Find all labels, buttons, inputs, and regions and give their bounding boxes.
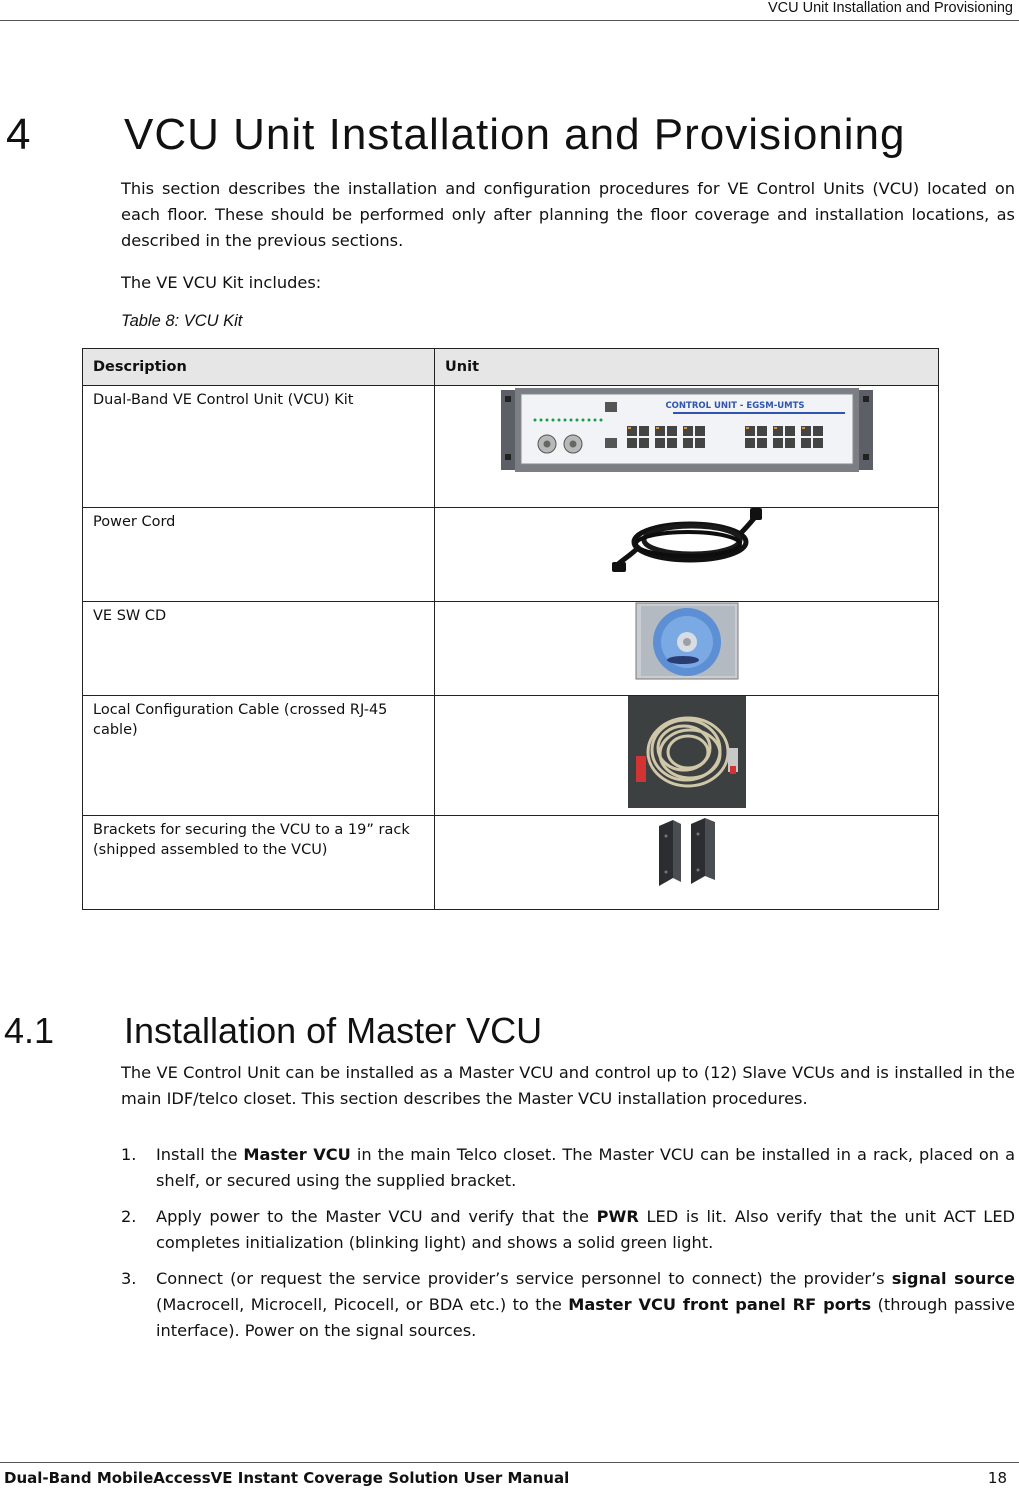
table-row: Brackets for securing the VCU to a 19” r… bbox=[82, 815, 939, 910]
rack-brackets-image bbox=[658, 818, 715, 886]
row-description: Dual-Band VE Control Unit (VCU) Kit bbox=[82, 385, 435, 508]
table-row: Dual-Band VE Control Unit (VCU) Kit CONT… bbox=[82, 385, 939, 508]
step-text: (through passive interface). Power on th… bbox=[156, 1295, 1015, 1340]
page-number: 18 bbox=[987, 1469, 1007, 1487]
row-image-cell: CONTROL UNIT - EGSM-UMTS bbox=[434, 385, 939, 508]
step-emphasis: Master VCU front panel RF ports bbox=[568, 1295, 872, 1314]
header-unit: Unit bbox=[434, 348, 939, 386]
row-description: VE SW CD bbox=[82, 601, 435, 696]
row-description: Brackets for securing the VCU to a 19” r… bbox=[82, 815, 435, 910]
header-description: Description bbox=[82, 348, 435, 386]
step-text: in the main Telco closet. The Master VCU… bbox=[156, 1145, 1015, 1190]
chapter-heading: 4 VCU Unit Installation and Provisioning bbox=[6, 110, 906, 160]
table-row: Local Configuration Cable (crossed RJ-45… bbox=[82, 695, 939, 816]
row-image-cell bbox=[434, 695, 939, 816]
rj45-cable-image bbox=[627, 696, 746, 808]
installation-steps: 1. Install the Master VCU in the main Te… bbox=[121, 1142, 1015, 1354]
table-row: Power Cord bbox=[82, 507, 939, 602]
row-description: Local Configuration Cable (crossed RJ-45… bbox=[82, 695, 435, 816]
section-number: 4.1 bbox=[4, 1010, 55, 1051]
step-text: (Macrocell, Microcell, Picocell, or BDA … bbox=[156, 1295, 569, 1314]
step-text: Install the bbox=[156, 1145, 244, 1164]
table-header-row: Description Unit bbox=[82, 348, 939, 386]
row-image-cell bbox=[434, 601, 939, 696]
row-image-cell bbox=[434, 815, 939, 910]
intro-paragraph: This section describes the installation … bbox=[121, 179, 1015, 250]
list-item: 3. Connect (or request the service provi… bbox=[121, 1266, 1015, 1344]
step-emphasis: PWR bbox=[596, 1207, 639, 1226]
step-text: LED is lit. Also verify that the unit AC… bbox=[156, 1207, 1016, 1252]
kit-intro-text: The VE VCU Kit includes: bbox=[121, 273, 322, 292]
chapter-title: VCU Unit Installation and Provisioning bbox=[124, 110, 906, 159]
step-number: 1. bbox=[121, 1145, 137, 1164]
step-emphasis: Master VCU bbox=[243, 1145, 351, 1164]
section-intro-paragraph: The VE Control Unit can be installed as … bbox=[121, 1063, 1015, 1108]
table-row: VE SW CD bbox=[82, 601, 939, 696]
table-caption: Table 8: VCU Kit bbox=[121, 312, 243, 330]
row-description: Power Cord bbox=[82, 507, 435, 602]
vcu-unit-image: CONTROL UNIT - EGSM-UMTS bbox=[500, 388, 873, 472]
power-cord-image bbox=[611, 508, 762, 572]
running-header-title: VCU Unit Installation and Provisioning bbox=[767, 0, 1013, 16]
footer-manual-title: Dual-Band MobileAccessVE Instant Coverag… bbox=[4, 1469, 570, 1487]
row-image-cell bbox=[434, 507, 939, 602]
step-text: Apply power to the Master VCU and verify… bbox=[156, 1207, 597, 1226]
software-cd-image bbox=[635, 602, 738, 680]
section-heading: 4.1 Installation of Master VCU bbox=[4, 1010, 542, 1052]
step-number: 3. bbox=[121, 1269, 137, 1288]
step-emphasis: signal source bbox=[891, 1269, 1015, 1288]
vcu-kit-table: Description Unit Dual-Band VE Control Un… bbox=[82, 348, 939, 910]
list-item: 1. Install the Master VCU in the main Te… bbox=[121, 1142, 1015, 1194]
vcu-panel-label: CONTROL UNIT - EGSM-UMTS bbox=[665, 401, 804, 411]
page-header: VCU Unit Installation and Provisioning bbox=[0, 0, 1019, 21]
section-title: Installation of Master VCU bbox=[124, 1010, 543, 1051]
footer-divider bbox=[0, 1462, 1019, 1463]
chapter-number: 4 bbox=[6, 110, 32, 159]
list-item: 2. Apply power to the Master VCU and ver… bbox=[121, 1204, 1015, 1256]
step-number: 2. bbox=[121, 1207, 137, 1226]
step-text: Connect (or request the service provider… bbox=[156, 1269, 892, 1288]
